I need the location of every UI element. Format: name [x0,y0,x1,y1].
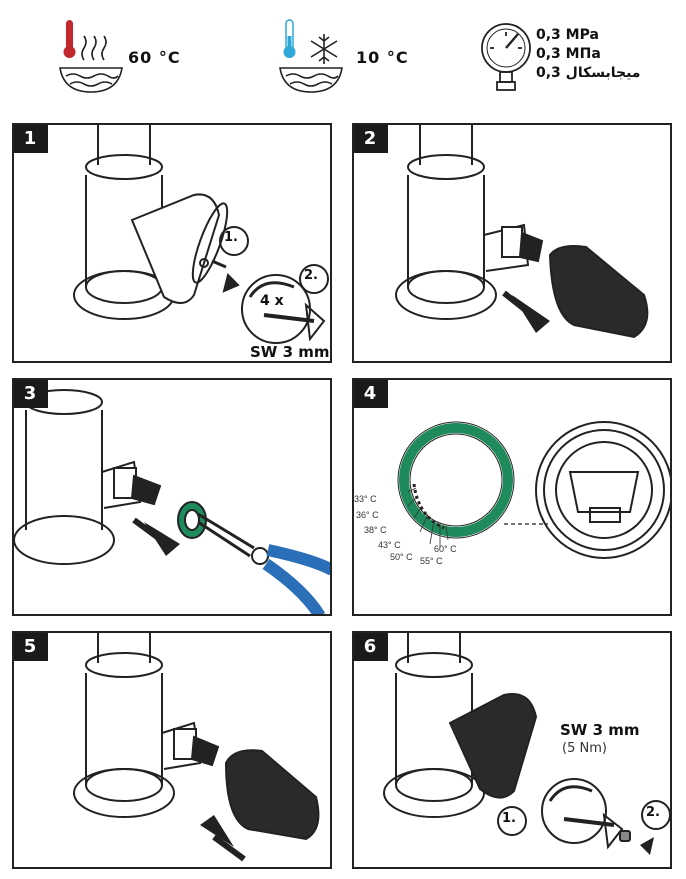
thermo-ring-icon [177,501,207,539]
step-1-callout-2: 2. [304,268,318,283]
step-5-panel: 5 [12,631,332,869]
temp-mark-55: 55° C [420,556,443,566]
step-2-illustration [395,125,649,339]
step-6-callout-2-circle [641,800,670,830]
hot-water-bowl-icon [59,35,123,93]
step-1-illustration [73,125,329,344]
step-6-callout-1-circle [497,806,527,836]
thermo-ring-diagram [397,421,515,539]
hot-temperature-label: 60 °C [128,48,181,67]
cold-water-bowl-icon [279,67,343,93]
step-3-number: 3 [14,380,48,408]
step-1-number: 1 [14,125,48,153]
step-1-panel: 1 1. 2. 4 x SW 3 mm [12,123,332,363]
temp-mark-43: 43° C [378,540,401,550]
hot-thermometer-icon [63,20,76,58]
pliers-icon [197,512,330,614]
temp-mark-50: 50° C [390,552,413,562]
step-6-panel: 6 SW 3 mm (5 Nm) 1. 2. [352,631,672,869]
step-3-illustration [14,389,330,614]
step-1-callout-1-circle [219,226,249,256]
step-6-callout-2: 2. [646,805,660,820]
spec-header: 60 °C 10 °C 0,3 MPa 0,3 MПa ميجابسكال 0,… [0,0,686,110]
temp-mark-36: 36° C [356,510,379,520]
step-6-tool-label: SW 3 mm [560,721,640,739]
step-1-callout-2-circle [299,264,329,294]
temp-mark-60: 60° C [434,544,457,554]
snowflake-icon [310,34,338,64]
step-6-number: 6 [354,633,388,661]
temp-mark-38: 38° C [364,525,387,535]
spec-icons [59,19,531,93]
step-6-illustration [383,633,670,855]
step-4-panel: 4 33° C 36° C 38° C 43° C 50° C 55° C 60… [352,378,672,616]
temp-mark-33: 33° C [354,494,377,504]
step-6-torque-label: (5 Nm) [562,741,607,756]
pressure-line-mpa: 0,3 MPa [536,27,599,43]
pressure-line-arabic: ميجابسكال 0,3 [536,65,641,81]
step-2-panel: 2 [352,123,672,363]
cartridge-detail-circle [535,421,670,559]
step-6-callout-1: 1. [502,811,516,826]
step-5-illustration [73,633,320,862]
pressure-label: 0,3 MPa 0,3 MПa ميجابسكال 0,3 [536,26,640,83]
step-1-tool-label: SW 3 mm [250,343,330,361]
pressure-gauge-icon [481,23,531,91]
step-2-number: 2 [354,125,388,153]
step-3-panel: 3 [12,378,332,616]
step-5-number: 5 [14,633,48,661]
cold-temperature-label: 10 °C [356,48,409,67]
step-4-illustration [397,421,670,559]
pressure-line-cyrillic: 0,3 MПa [536,46,601,62]
step-1-callout-1: 1. [224,230,238,245]
step-4-number: 4 [354,380,388,408]
cold-thermometer-icon [283,19,296,58]
step-1-turns-label: 4 x [260,293,284,309]
